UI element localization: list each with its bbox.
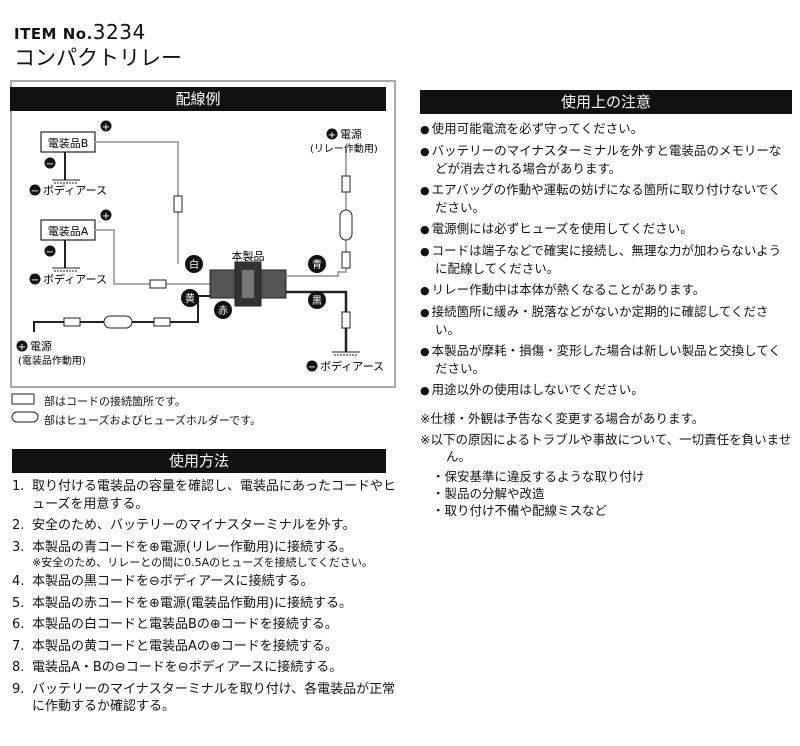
device-a-label: 電装品A [48, 225, 89, 238]
power-relay-label: 電源 [340, 127, 362, 141]
usage-step: 1.取り付ける電装品の容量を確認し、電装品にあったコードやヒューズを用意する。 [12, 479, 397, 512]
product-name: コンパクトリレー [14, 46, 182, 70]
minus-icon [44, 245, 56, 257]
usage-step: 2.安全のため、バッテリーのマイナスターミナルを外す。 [12, 518, 356, 533]
reason-item: 取り付け不備や配線ミスなど [432, 502, 792, 519]
caution-item: バッテリーのマイナスターミナルを外すと電装品のメモリーなどが消去される場合があり… [420, 142, 792, 177]
plus-icon [100, 209, 112, 221]
svg-text:赤: 赤 [218, 305, 228, 317]
svg-text:+: + [18, 342, 26, 353]
usage-step: 4.本製品の黒コードを⊖ボディアースに接続する。 [12, 574, 314, 589]
wiring-title: 配線例 [10, 87, 386, 111]
fuse-legend-icon [11, 411, 39, 423]
fuse-holder-red [103, 315, 133, 329]
reason-list: 保安基準に違反するような取り付け 製品の分解や改造 取り付け不備や配線ミスなど [432, 468, 792, 519]
usage-step: 9.バッテリーのマイナスターミナルを取り付け、各電装品が正常に作動するか確認する… [12, 681, 396, 715]
usage-step: 6.本製品の白コードと電装品Bの⊕コードを接続する。 [12, 617, 338, 632]
caution-item: 電源側には必ずヒューズを使用してください。 [420, 220, 792, 238]
plus-icon [16, 340, 28, 352]
device-b-label: 電装品B [48, 137, 89, 150]
blue-badge [308, 255, 326, 273]
body-earth-label-a: ボディアース [43, 272, 107, 286]
power-relay-sublabel: (リレー作動用) [310, 142, 378, 155]
black-wire [286, 290, 348, 352]
usage-step: 7.本製品の黄コードと電装品Aの⊕コードを接続する。 [12, 638, 338, 654]
svg-text:+: + [102, 122, 110, 133]
usage-step: 3.本製品の青コードを⊕電源(リレー作動用)に接続する。※安全のため、リレーとの… [12, 539, 396, 570]
minus-icon [306, 360, 318, 372]
svg-text:黒: 黒 [312, 295, 322, 307]
power-device-sublabel: (電装品作動用) [18, 354, 86, 367]
red-wire [33, 295, 210, 332]
svg-text:−: − [31, 186, 39, 197]
body-earth-label-b: ボディアース [43, 183, 107, 197]
plus-icon [100, 120, 112, 132]
caution-item: 接続箇所に緩み・脱落などがないか定期的に確認してください。 [420, 303, 792, 338]
black-badge [308, 291, 326, 309]
svg-text:−: − [31, 275, 39, 286]
item-number-label: ITEM No.3234 [14, 20, 146, 44]
reason-item: 保安基準に違反するような取り付け [432, 468, 792, 485]
usage-steps: 1.取り付ける電装品の容量を確認し、電装品にあったコードやヒューズを用意する。 … [12, 478, 396, 720]
caution-item: 本製品が摩耗・損傷・変形した場合は新しい製品と交換してください。 [420, 342, 792, 377]
yellow-badge [181, 289, 199, 307]
connector-black [341, 311, 351, 329]
connector-legend-icon [11, 393, 35, 405]
caution-item: エアバッグの作動や運転の妨げになる箇所に取り付けないでください。 [420, 181, 792, 216]
usage-step: 8.電装品A・Bの⊖コードを⊖ボディアースに接続する。 [12, 660, 343, 675]
connector-red-2 [153, 317, 171, 327]
legend-fuse-text: 部はヒューズおよびヒューズホルダーです。 [44, 414, 262, 427]
caution-item: リレー作動中は本体が熱くなることがあります。 [420, 281, 792, 299]
item-number: 3234 [92, 20, 146, 44]
notes-section: ※仕様・外観は予告なく変更する場合があります。 ※以下の原因によるトラブルや事故… [420, 410, 792, 519]
reason-item: 製品の分解や改造 [432, 485, 792, 502]
red-badge [214, 301, 232, 319]
legend-connector-text: 部はコードの接続箇所です。 [44, 395, 186, 408]
connector-yellow [149, 279, 167, 289]
legend-icons [11, 393, 39, 423]
svg-text:黄: 黄 [185, 292, 195, 305]
svg-text:青: 青 [312, 258, 322, 271]
power-device-label: 電源 [30, 339, 52, 353]
svg-text:+: + [328, 130, 336, 141]
white-badge [185, 255, 203, 273]
svg-text:−: − [46, 247, 54, 258]
white-wire [95, 141, 179, 264]
caution-item: 使用可能電流を必ず守ってください。 [420, 120, 792, 138]
usage-title: 使用方法 [12, 449, 386, 473]
spec-note: ※仕様・外観は予告なく変更する場合があります。 [420, 411, 705, 426]
connector-blue-2 [341, 251, 351, 269]
caution-list: 使用可能電流を必ず守ってください。 バッテリーのマイナスターミナルを外すと電装品… [420, 120, 792, 403]
minus-icon [44, 157, 56, 169]
fuse-holder-blue [339, 209, 353, 241]
connector-blue [341, 175, 351, 193]
usage-step-note: ※安全のため、リレーとの間に0.5Aのヒューズを接続してください。 [32, 556, 373, 569]
minus-icon [29, 184, 41, 196]
svg-text:−: − [46, 159, 54, 170]
wiring-diagram: 電装品B + − − ボディアース 電装品A + − − ボディアース 本製品 … [16, 120, 384, 373]
liability-note: ※以下の原因によるトラブルや事故について、一切責任を負いません。 [420, 432, 792, 464]
caution-title: 使用上の注意 [420, 90, 792, 114]
svg-text:+: + [102, 211, 110, 222]
connector-white [173, 195, 183, 213]
caution-item: コードは端子などで確実に接続し、無理な力が加わらないように配線してください。 [420, 242, 792, 277]
connector-red [63, 317, 81, 327]
body-earth-label-main: ボディアース [320, 359, 384, 373]
caution-item: 用途以外の使用はしないでください。 [420, 381, 792, 399]
minus-icon [29, 273, 41, 285]
svg-text:白: 白 [189, 258, 199, 271]
svg-text:−: − [308, 362, 316, 373]
plus-icon [326, 128, 338, 140]
product-label: 本製品 [232, 249, 265, 263]
usage-step: 5.本製品の赤コードを⊕電源(電装品作動用)に接続する。 [12, 595, 353, 611]
